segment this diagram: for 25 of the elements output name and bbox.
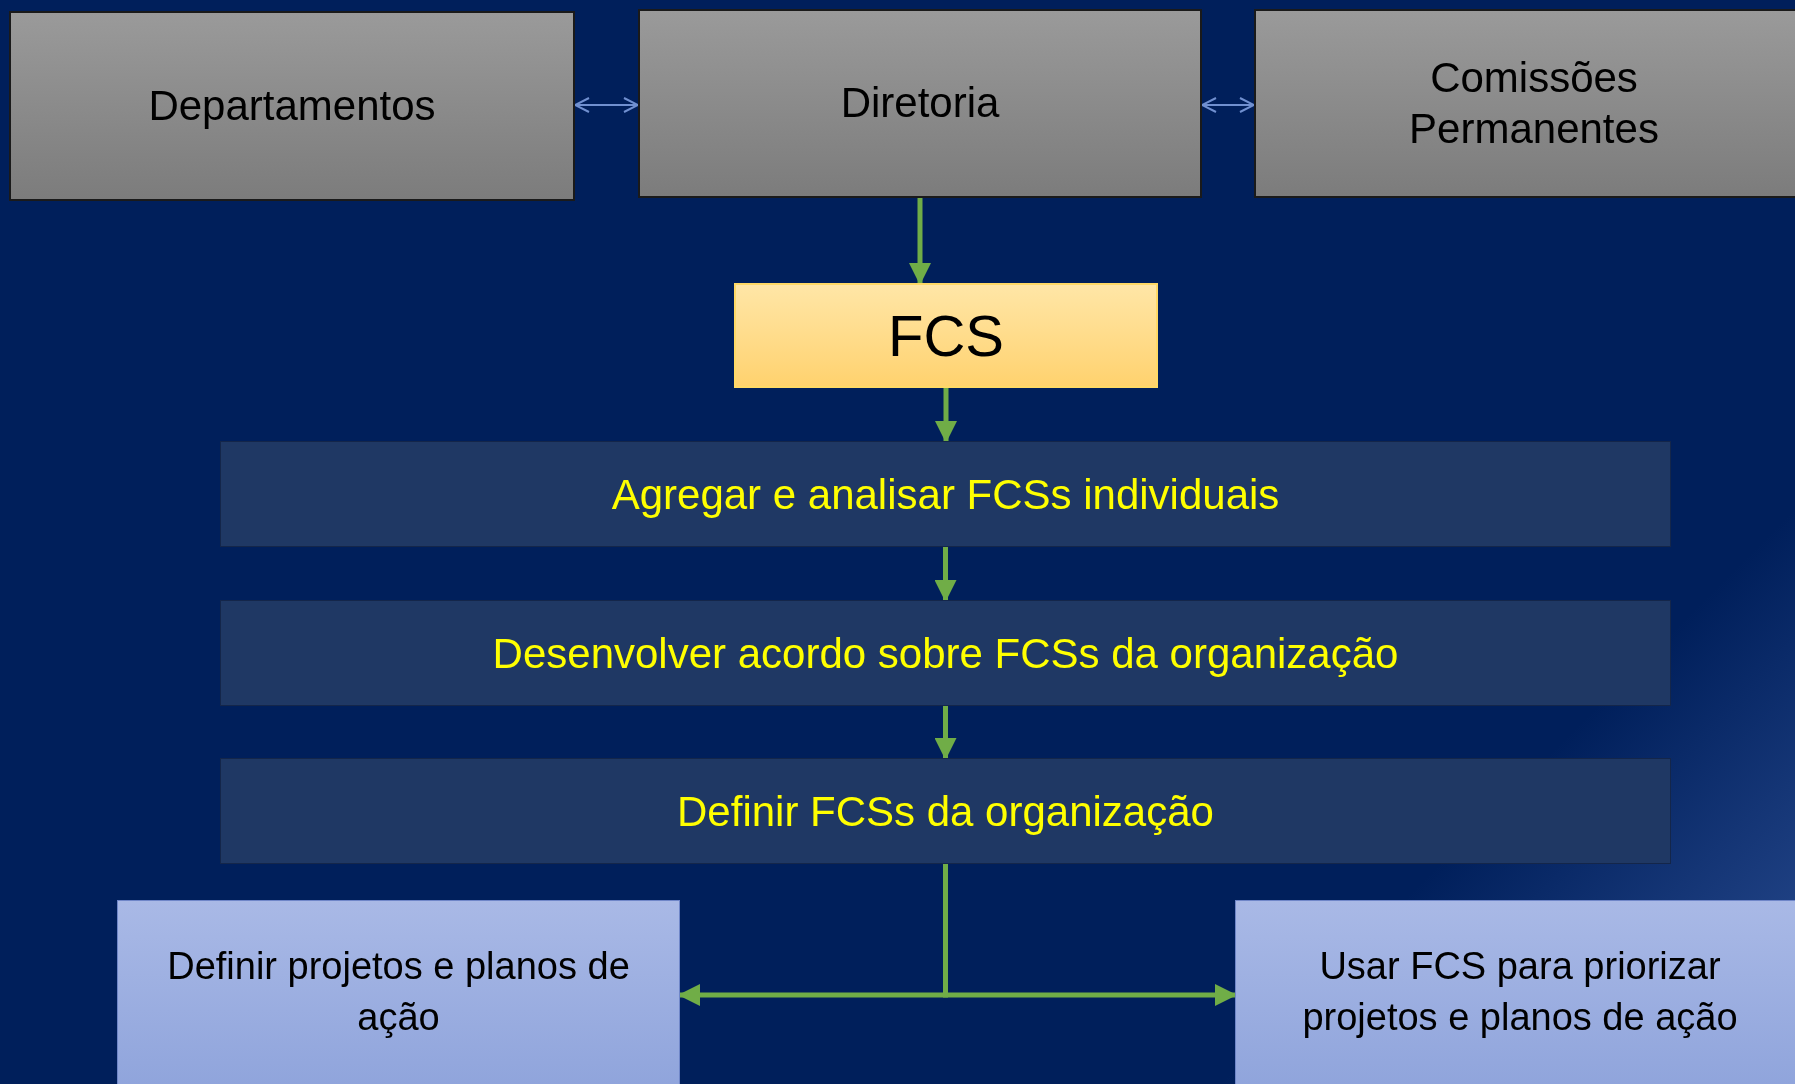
arrow [1201,97,1255,113]
process-band [220,441,1671,547]
process-band [220,600,1671,706]
action-box [1235,900,1795,1084]
arrow [909,198,931,285]
process-band [220,758,1671,864]
box-label: Definir FCSs da organização [677,786,1214,837]
department-box [638,9,1202,198]
fcs-box [734,283,1158,388]
box-label: Agregar e analisar FCSs individuais [611,469,1280,520]
arrow [934,706,957,760]
box-label: Departamentos [148,80,436,131]
arrow [935,388,957,443]
arrow [574,97,639,113]
box-label: Diretoria [840,78,1000,129]
box-label: Desenvolver acordo sobre FCSs da organização [492,628,1399,679]
arrow [943,864,1237,1006]
box-label: FCS [888,302,1004,370]
box-label: Definir projetos e planos de ação [166,944,631,1041]
department-box [9,11,575,201]
department-box [1254,9,1795,198]
arrow [934,547,957,602]
action-box [117,900,680,1084]
box-label: Comissões Permanentes [1408,53,1660,154]
box-label: Usar FCS para priorizar projetos e planos de ação [1301,944,1739,1041]
